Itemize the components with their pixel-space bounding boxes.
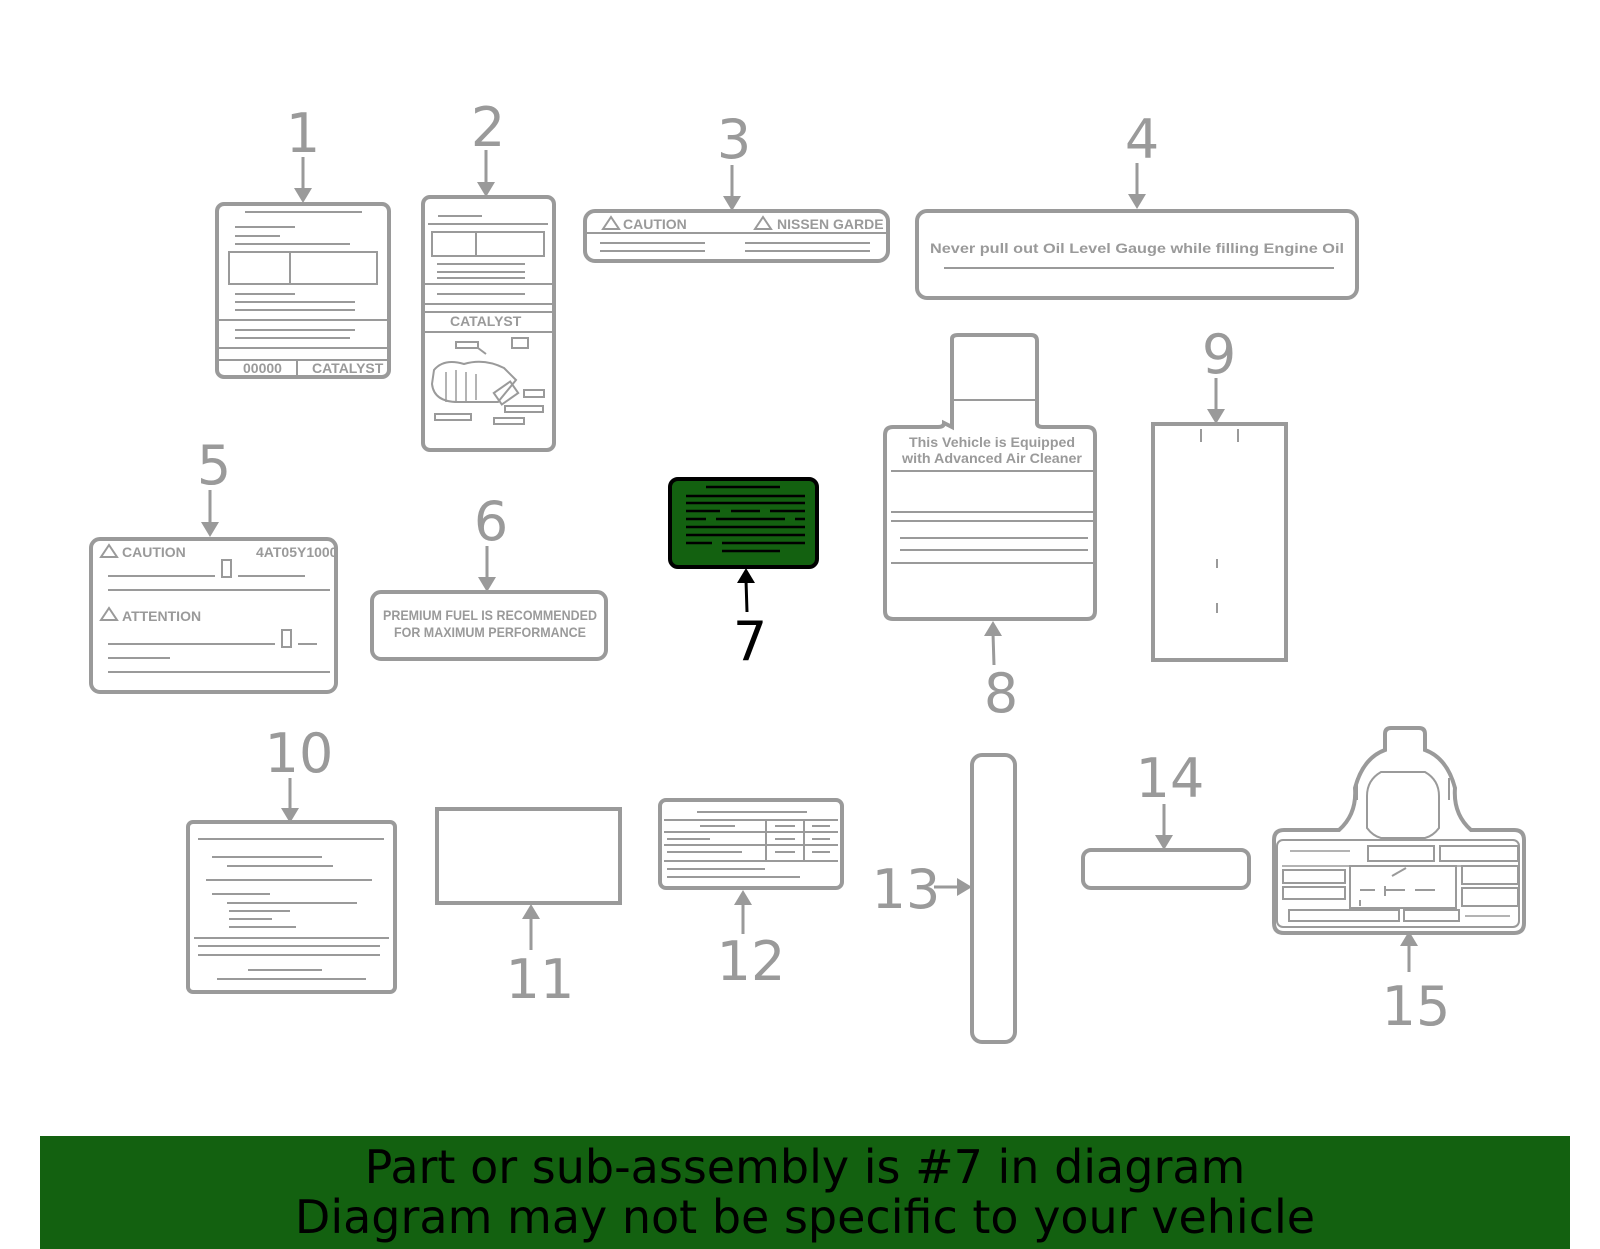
banner-line-1: Part or sub-assembly is #7 in diagram — [364, 1140, 1246, 1194]
callout-8: 8 — [984, 662, 1018, 725]
label-5-caution: CAUTION — [122, 544, 186, 560]
part-10-label[interactable]: 10 — [186, 722, 397, 994]
part-14-label[interactable]: 14 — [1081, 747, 1251, 890]
part-11-label[interactable]: 11 — [435, 807, 622, 1011]
label-2-text: CATALYST — [450, 313, 522, 329]
label-5-attention: ATTENTION — [122, 608, 201, 624]
label-1-text: CATALYST — [312, 360, 384, 376]
callout-11: 11 — [506, 948, 575, 1011]
callout-4: 4 — [1125, 108, 1159, 171]
callout-10: 10 — [265, 722, 334, 785]
part-12-label[interactable]: 12 — [658, 798, 844, 993]
callout-5: 5 — [197, 434, 231, 497]
callout-14: 14 — [1136, 747, 1205, 810]
label-6-line2: FOR MAXIMUM PERFORMANCE — [394, 624, 586, 640]
part-13-label[interactable]: 13 — [872, 753, 1017, 1044]
label-8-line1: This Vehicle is Equipped — [909, 434, 1075, 450]
part-8-label[interactable]: This Vehicle is Equipped with Advanced A… — [883, 333, 1097, 725]
callout-12: 12 — [717, 930, 786, 993]
label-1-code: 00000 — [243, 360, 282, 376]
callout-15: 15 — [1382, 975, 1451, 1038]
part-15-label[interactable]: 15 — [1272, 726, 1526, 1038]
part-5-label[interactable]: 5 CAUTION 4AT05Y1000 ATTENTION — [89, 434, 338, 694]
label-6-line1: PREMIUM FUEL IS RECOMMENDED — [383, 607, 597, 623]
label-5-code: 4AT05Y1000 — [256, 544, 338, 560]
part-4-label[interactable]: 4 Never pull out Oil Level Gauge while f… — [915, 108, 1359, 300]
callout-1: 1 — [286, 102, 320, 165]
part-3-label[interactable]: 3 CAUTION NISSEN GARDE — [583, 108, 890, 263]
callout-2: 2 — [471, 96, 505, 159]
part-2-label[interactable]: 2 CATALYST — [421, 96, 556, 452]
part-1-label[interactable]: 1 00000 CATALYST — [215, 102, 391, 379]
callout-3: 3 — [717, 108, 751, 171]
callout-13: 13 — [872, 858, 941, 921]
part-9-label[interactable]: 9 — [1151, 323, 1288, 662]
label-3-left: CAUTION — [623, 216, 687, 232]
label-3-right: NISSEN GARDE — [777, 216, 884, 232]
label-4-text: Never pull out Oil Level Gauge while fil… — [930, 240, 1344, 256]
callout-9: 9 — [1202, 323, 1236, 386]
part-7-label-highlighted[interactable]: 7 — [668, 477, 819, 673]
callout-6: 6 — [474, 490, 508, 553]
part-6-label[interactable]: 6 PREMIUM FUEL IS RECOMMENDED FOR MAXIMU… — [370, 490, 608, 661]
label-8-line2: with Advanced Air Cleaner — [901, 450, 1083, 466]
callout-7: 7 — [733, 610, 767, 673]
info-banner: Part or sub-assembly is #7 in diagram Di… — [40, 1136, 1570, 1249]
banner-line-2: Diagram may not be specific to your vehi… — [294, 1190, 1316, 1244]
